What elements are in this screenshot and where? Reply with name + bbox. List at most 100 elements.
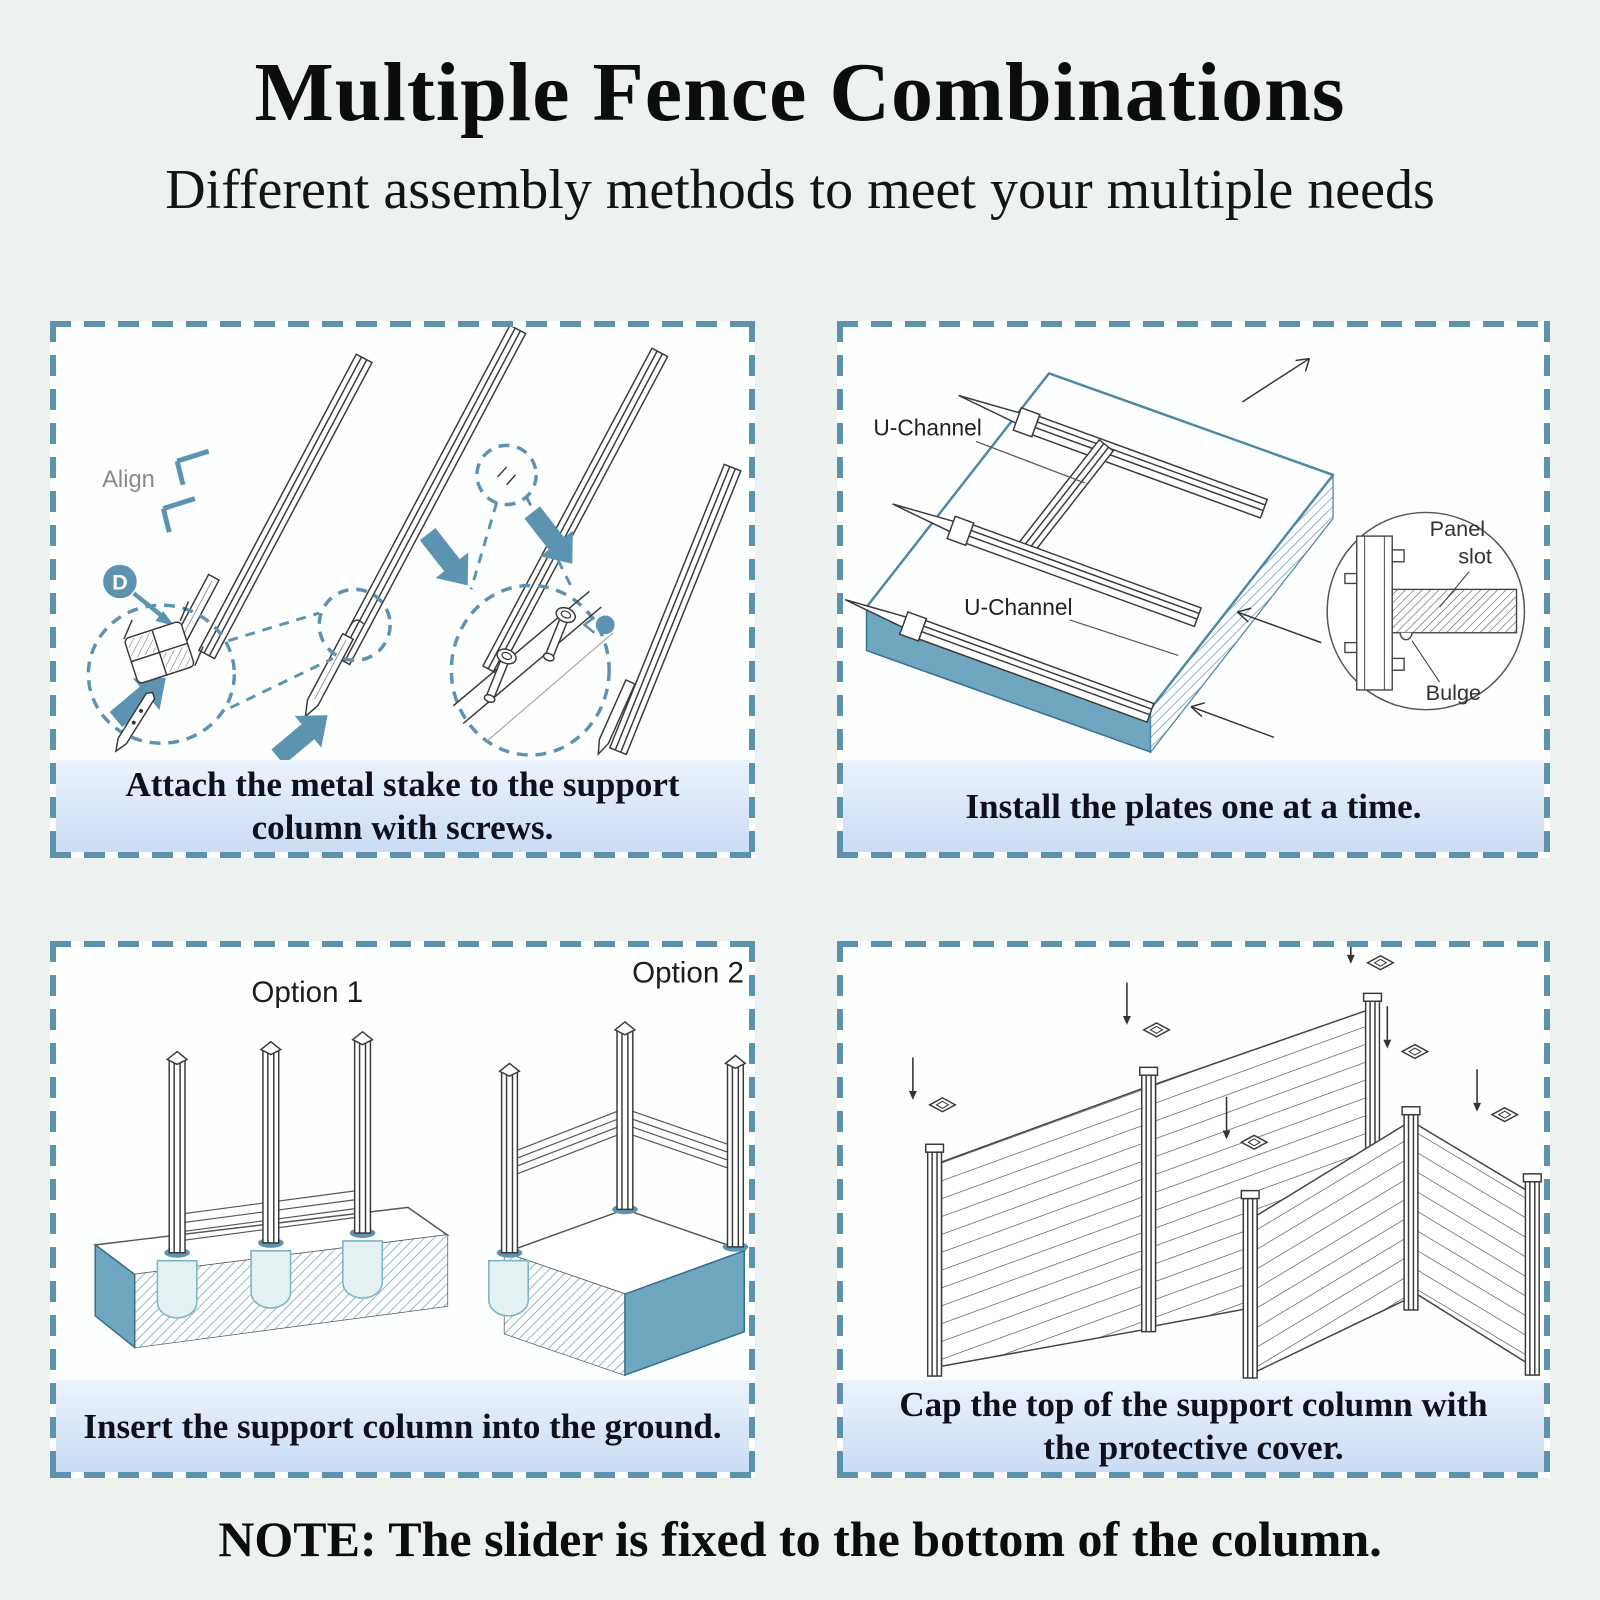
attach-stake-drawing: Align D (86, 327, 742, 760)
screw-hole-marks (497, 466, 516, 486)
detail-circle (475, 443, 538, 507)
metal-stake-with-holes (114, 691, 156, 753)
hook-detail (349, 619, 365, 628)
panel-caption: Insert the support column into the groun… (56, 1380, 749, 1472)
ground-block-option2 (488, 1208, 747, 1377)
fence-post (1522, 1173, 1542, 1376)
grout-cylinder (156, 1259, 198, 1319)
attach-stake-illustration: Align D (56, 327, 749, 760)
drop-arrow-icon (1383, 1006, 1392, 1049)
detail-circle (317, 587, 392, 663)
support-column-rail (333, 327, 527, 666)
protective-cap-icon (1490, 1106, 1520, 1123)
align-bracket-icon (160, 448, 210, 533)
detail-circle (86, 603, 237, 745)
slide-out-arrow-icon (1241, 357, 1311, 403)
u-channel-rail (892, 503, 1203, 628)
panel-slot-label: Panel (1430, 516, 1485, 541)
panel-in-slot (1391, 588, 1518, 634)
caption-line-1: Install the plates one at a time. (965, 786, 1422, 826)
note-text: NOTE: The slider is fixed to the bottom … (218, 1511, 1382, 1567)
screw (483, 648, 517, 704)
fence-post (1240, 1189, 1260, 1379)
fence-panel (1256, 1123, 1537, 1373)
protective-cap-icon (1366, 955, 1395, 971)
caption-line-1: Attach the metal stake to the support (125, 765, 680, 804)
support-column-rail (608, 463, 742, 756)
u-channel-connector (1013, 438, 1115, 561)
install-plates-drawing: U-Channel U-Channel (844, 357, 1526, 754)
leader-line (1439, 571, 1470, 608)
leader-line (229, 657, 334, 710)
d-marker-icon: D (103, 564, 175, 626)
column-cross-section (123, 601, 204, 684)
fence-post (1139, 1066, 1159, 1333)
panel-caption: Install the plates one at a time. (843, 760, 1544, 852)
fence-post (924, 1143, 945, 1377)
d-marker-label: D (112, 569, 128, 594)
slide-in-arrow-icon (1190, 702, 1275, 739)
bulge-label: Bulge (1426, 680, 1481, 705)
panel-caption: Attach the metal stake to the support co… (56, 760, 749, 852)
slide-in-arrow-icon (1236, 607, 1322, 644)
caption-line-1: Cap the top of the support column with (899, 1385, 1488, 1424)
panel-rails (517, 1110, 734, 1175)
cap-column-drawing (908, 947, 1542, 1379)
install-plates-illustration: U-Channel U-Channel (843, 327, 1544, 760)
leader-line (469, 502, 499, 590)
align-label: Align (102, 467, 155, 493)
arrow-down-right-icon (524, 506, 573, 564)
support-column (496, 1062, 523, 1258)
caption-line-1: Insert the support column into the groun… (83, 1406, 722, 1446)
protective-cap-icon (1142, 1022, 1171, 1038)
protective-cap-icon (1400, 1043, 1430, 1060)
drop-arrow-icon (1122, 982, 1131, 1025)
u-channel-label: U-Channel (964, 594, 1072, 620)
option2-label: Option 2 (632, 957, 744, 990)
u-channel-rail (958, 394, 1269, 519)
fence-post (1401, 1106, 1421, 1311)
insert-column-illustration: Option 1 Option 2 (56, 947, 749, 1380)
arrow-down-right-icon (419, 528, 469, 586)
panel-cap-column: Cap the top of the support column with t… (837, 941, 1550, 1478)
leader-line (975, 440, 1085, 484)
drop-arrow-icon (1473, 1069, 1482, 1112)
cross-section-detail: Panel slot Bulge (1326, 511, 1526, 711)
drop-arrow-icon (1222, 1096, 1231, 1140)
grout-cylinder (250, 1250, 292, 1309)
arrow-up-right-icon (271, 715, 328, 760)
caption-line-2: the protective cover. (1043, 1428, 1344, 1467)
rivet-callout-icon (582, 615, 615, 635)
panel-insert-column: Option 1 Option 2 (50, 941, 755, 1478)
u-channel-label: U-Channel (873, 414, 981, 440)
drop-arrow-icon (908, 1057, 917, 1100)
leader-line (1411, 640, 1441, 683)
insert-column-drawing: Option 1 Option 2 (93, 957, 749, 1377)
panel-attach-stake: Align D (50, 321, 755, 858)
support-column (164, 1050, 190, 1258)
page-subtitle: Different assembly methods to meet your … (165, 159, 1435, 221)
arrow-up-right-icon (109, 677, 166, 728)
detail-circle (449, 583, 611, 757)
support-column-rail (197, 353, 373, 660)
panel-slot-label: slot (1458, 544, 1492, 569)
support-column (349, 1030, 376, 1238)
option1-label: Option 1 (251, 976, 363, 1009)
grout-cylinder (342, 1240, 384, 1299)
protective-cap-icon (1239, 1134, 1269, 1151)
support-column (722, 1054, 749, 1252)
grout-cylinder (488, 1259, 530, 1317)
page-title: Multiple Fence Combinations (254, 46, 1346, 139)
bulge-detail (1399, 632, 1413, 641)
metal-stake (304, 632, 355, 719)
leader-line (227, 611, 320, 643)
metal-stake (597, 679, 636, 757)
cap-column-illustration (843, 947, 1544, 1380)
support-column-rail (481, 347, 669, 676)
support-column (612, 1021, 638, 1215)
panel-caption: Cap the top of the support column with t… (843, 1380, 1544, 1472)
drop-arrow-icon (1346, 947, 1355, 964)
caption-line-2: column with screws. (251, 808, 554, 847)
panel-install-plates: U-Channel U-Channel (837, 321, 1550, 858)
